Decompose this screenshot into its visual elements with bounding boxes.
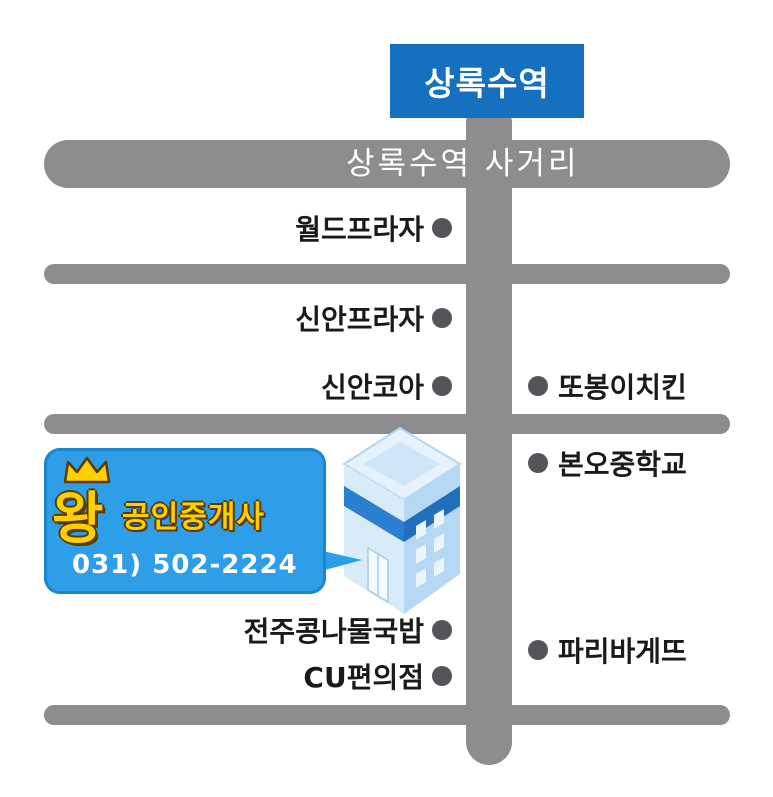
poi-label: CU편의점	[303, 661, 424, 694]
agency-phone: 031) 502-2224	[72, 550, 298, 580]
station-sign: 상록수역	[390, 44, 584, 118]
poi-label: 또봉이치킨	[558, 371, 687, 404]
intersection-road	[44, 140, 730, 188]
crown-icon	[63, 456, 111, 484]
poi-dot-icon	[432, 666, 452, 686]
poi-label: 신안프라자	[295, 303, 424, 336]
building-icon	[342, 426, 462, 614]
poi-dot-icon	[432, 218, 452, 238]
poi-dot-icon	[432, 620, 452, 640]
poi-paris-baguette: 파리바게뜨	[528, 630, 768, 670]
cross-road-3	[44, 705, 730, 725]
cross-road-1	[44, 264, 730, 284]
poi-label: 전주콩나물국밥	[243, 615, 424, 648]
poi-jeonju-restaurant: 전주콩나물국밥	[232, 610, 452, 650]
poi-ttobongi-chicken: 또봉이치킨	[528, 366, 768, 406]
agency-logo-char: 왕	[52, 486, 104, 552]
poi-dot-icon	[432, 376, 452, 396]
poi-dot-icon	[432, 308, 452, 328]
poi-dot-icon	[528, 453, 548, 473]
poi-label: 본오중학교	[558, 448, 687, 481]
poi-label: 신안코아	[320, 371, 424, 404]
agency-name: 공인중개사	[122, 500, 265, 535]
poi-dot-icon	[528, 640, 548, 660]
poi-dot-icon	[528, 376, 548, 396]
poi-cu-store: CU편의점	[232, 656, 452, 696]
cross-road-2	[44, 414, 730, 434]
poi-label: 월드프라자	[295, 213, 424, 246]
poi-label: 파리바게뜨	[558, 635, 687, 668]
poi-bono-middle-school: 본오중학교	[528, 443, 768, 483]
poi-sinan-core: 신안코아	[232, 366, 452, 406]
poi-sinan-plaza: 신안프라자	[232, 298, 452, 338]
poi-world-plaza: 월드프라자	[232, 208, 452, 248]
intersection-label: 상록수역 사거리	[346, 146, 580, 182]
